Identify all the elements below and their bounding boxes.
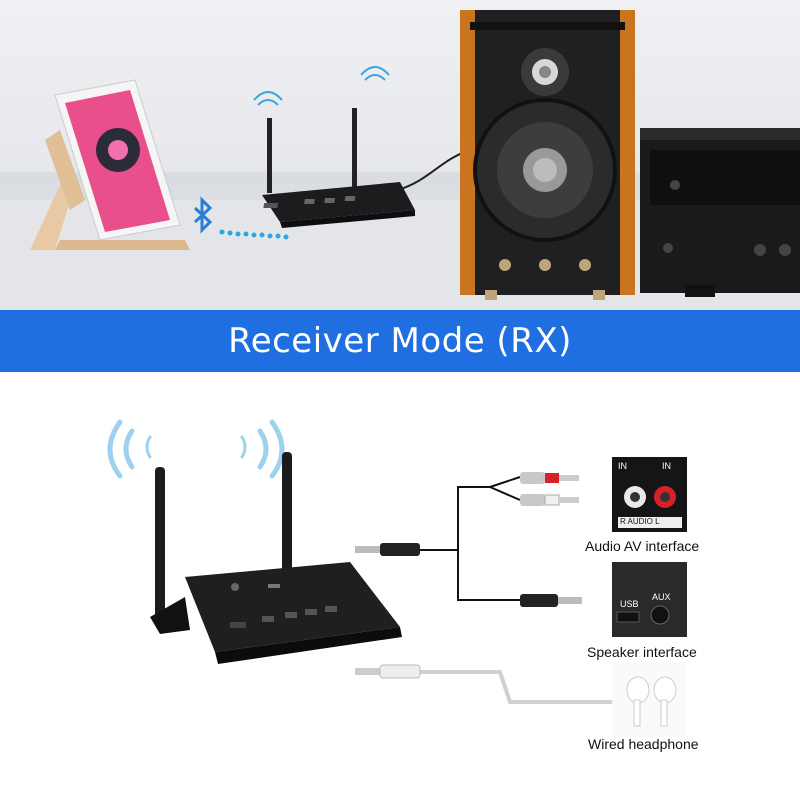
audio-jack-plug xyxy=(355,664,421,679)
bluetooth-icon xyxy=(193,196,213,234)
av-interface-label: Audio AV interface xyxy=(585,538,700,554)
banner-title: Receiver Mode (RX) xyxy=(228,321,572,361)
wifi-signal-icon xyxy=(107,419,285,479)
speaker-interface-label: Speaker interface xyxy=(587,644,697,660)
top-scene xyxy=(0,0,800,310)
rca-plugs xyxy=(520,472,579,506)
bookshelf-speaker xyxy=(460,10,635,300)
av-interface-tile xyxy=(612,457,687,532)
av-audio-caption: R AUDIO L xyxy=(620,517,660,526)
av-in-right-label: IN xyxy=(662,461,671,471)
connection-diagram: IN IN R AUDIO L USB AUX Audio AV interfa… xyxy=(0,372,800,800)
wired-headphone-label: Wired headphone xyxy=(588,736,699,752)
av-in-left-label: IN xyxy=(618,461,627,471)
diagram-illustration xyxy=(107,419,687,737)
wifi-signal-icon xyxy=(253,66,390,106)
speaker-interface-tile xyxy=(612,562,687,637)
bluetooth-link-dots xyxy=(219,229,289,240)
smartphone xyxy=(54,79,181,241)
usb-label: USB xyxy=(620,599,639,609)
bluetooth-receiver xyxy=(150,452,402,664)
phone-stand xyxy=(30,130,190,250)
audio-jack-plug xyxy=(520,594,582,607)
aux-label: AUX xyxy=(652,592,671,602)
top-scene-illustration xyxy=(0,10,800,310)
headphone-tile xyxy=(612,662,687,737)
bluetooth-receiver-top xyxy=(262,108,415,228)
av-amplifier xyxy=(640,128,800,297)
audio-jack-plug xyxy=(355,543,420,556)
mode-banner: Receiver Mode (RX) xyxy=(0,310,800,372)
